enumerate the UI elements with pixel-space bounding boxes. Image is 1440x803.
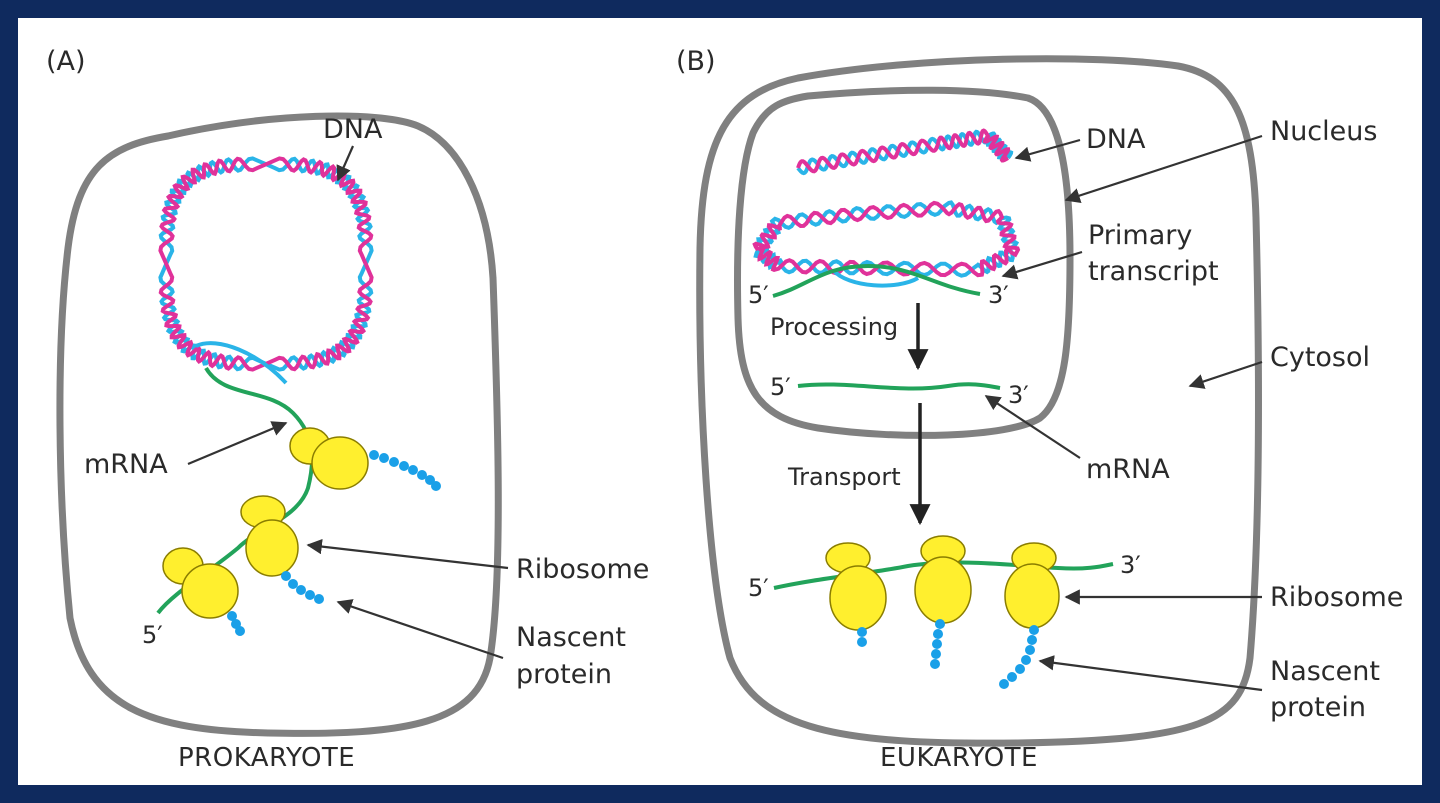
amino-acid-bead [1025,645,1035,655]
arrow-dna-a [336,145,355,182]
label-5prime-top: 5′ [748,281,769,309]
arrow-ribosome-a [306,538,509,570]
prokaryote-ribosome-3 [162,547,239,619]
amino-acid-bead [369,450,379,460]
label-mrna-a: mRNA [84,449,168,480]
label-mrna-b: mRNA [1086,454,1170,485]
amino-acid-bead [296,585,306,595]
panel-eukaryote: (B) [676,46,1403,773]
label-nascent-a-1: Nascent [516,622,626,653]
label-cytosol: Cytosol [1270,342,1370,373]
label-ribosome-a: Ribosome [516,554,649,585]
amino-acid-bead [932,639,942,649]
label-transport: Transport [787,463,901,491]
amino-acid-bead [1021,655,1031,665]
eukaryote-nascent-protein-2 [930,619,945,669]
amino-acid-bead [408,465,418,475]
amino-acid-bead [314,594,324,604]
template-strand-bubble [831,268,920,288]
primary-transcript [772,263,981,298]
label-3prime-top: 3′ [988,281,1009,309]
label-5prime-bottom: 5′ [748,574,769,602]
label-dna-a: DNA [323,114,383,145]
panel-prokaryote: (A) DNA mRNA Ribosome [46,46,649,773]
panel-a-title: PROKARYOTE [178,743,355,773]
dna-strand-blue [158,156,374,372]
prokaryote-nascent-protein-1 [369,450,441,491]
eukaryote-cell-membrane [696,55,1262,747]
nuclear-dna-lower [752,200,1021,278]
arrow-nascent-a [336,599,504,660]
transcription-bubble-strand [195,341,288,385]
arrow-primary-transcript [1001,250,1083,280]
eukaryote-ribosome-1 [825,542,887,631]
label-primary-1: Primary [1088,220,1192,251]
amino-acid-bead [1007,672,1017,682]
nucleus-membrane [734,86,1074,439]
label-ribosome-b: Ribosome [1270,582,1403,613]
arrow-mrna-b [984,395,1081,459]
amino-acid-bead [935,619,945,629]
label-nascent-b-2: protein [1270,692,1366,723]
eukaryote-ribosome-3 [1004,542,1060,629]
amino-acid-bead [999,679,1009,689]
label-5prime-a: 5′ [142,621,163,649]
eukaryote-nascent-protein-1 [857,627,867,647]
dna-upper-strand-magenta [796,128,1011,174]
amino-acid-bead [227,611,237,621]
dna-strand-magenta [158,156,374,372]
arrow-dna-b [1014,138,1081,162]
amino-acid-bead [305,590,315,600]
prokaryote-ribosome-1 [289,427,369,490]
label-dna-b: DNA [1086,124,1146,155]
prokaryote-nascent-protein-2 [281,571,324,604]
amino-acid-bead [1027,635,1037,645]
label-nascent-a-2: protein [516,659,612,690]
label-processing: Processing [770,313,898,341]
amino-acid-bead [857,637,867,647]
nuclear-dna-upper [796,128,1014,176]
amino-acid-bead [417,470,427,480]
label-nascent-b-1: Nascent [1270,656,1380,687]
amino-acid-bead [431,481,441,491]
diagram-svg: (A) DNA mRNA Ribosome [46,46,1403,773]
figure-canvas: (A) DNA mRNA Ribosome [18,18,1422,785]
dna-lower-strand-magenta [752,200,1021,278]
amino-acid-bead [1015,664,1025,674]
label-3prime-bottom: 3′ [1120,551,1141,579]
prokaryote-nascent-protein-3 [227,611,245,636]
eukaryote-ribosome-2 [914,535,972,624]
panel-a-tag: (A) [46,46,86,77]
arrow-nucleus [1064,134,1263,204]
amino-acid-bead [288,579,298,589]
label-5prime-mid: 5′ [770,373,791,401]
amino-acid-bead [933,629,943,639]
amino-acid-bead [281,571,291,581]
prokaryote-dna-loop [158,156,374,372]
amino-acid-bead [930,659,940,669]
prokaryote-ribosome-2 [240,495,299,577]
eukaryote-nascent-protein-3 [999,625,1039,689]
amino-acid-bead [389,457,399,467]
amino-acid-bead [379,453,389,463]
amino-acid-bead [235,626,245,636]
amino-acid-bead [399,461,409,471]
amino-acid-bead [857,627,867,637]
label-3prime-mid: 3′ [1008,381,1029,409]
processed-mrna [797,382,1001,391]
label-nucleus: Nucleus [1270,116,1377,147]
amino-acid-bead [931,649,941,659]
amino-acid-bead [1029,625,1039,635]
prokaryote-cell-membrane [56,112,502,737]
arrow-mrna-a [187,421,288,466]
panel-b-title: EUKARYOTE [880,743,1038,773]
arrow-cytosol [1188,360,1263,389]
label-primary-2: transcript [1088,256,1219,287]
panel-b-tag: (B) [676,46,716,77]
arrow-nascent-b [1038,655,1263,692]
